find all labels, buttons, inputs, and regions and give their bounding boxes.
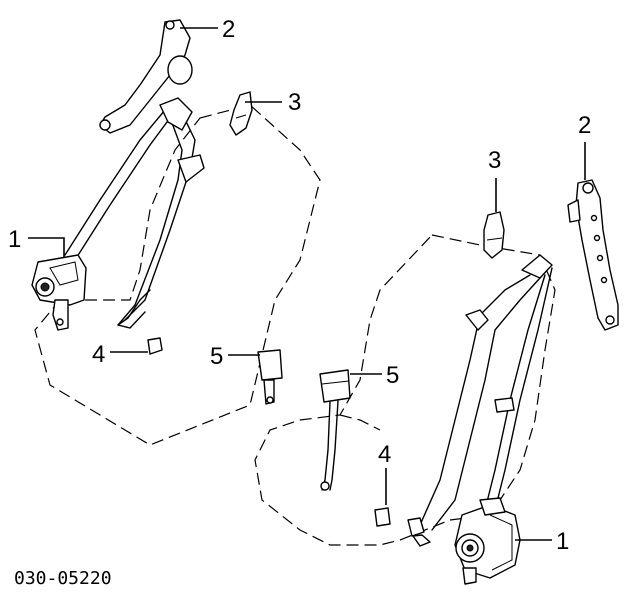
left-belt-clip xyxy=(147,337,163,355)
callout-right-5: 5 xyxy=(386,362,399,389)
left-upper-anchor-bracket xyxy=(99,19,193,134)
callout-right-2: 2 xyxy=(578,112,591,139)
leader-left-1 xyxy=(28,237,65,258)
callouts: 2 3 1 4 5 3 2 5 4 1 xyxy=(8,16,591,555)
right-belt-webbing xyxy=(407,254,553,547)
left-retractor xyxy=(31,254,87,331)
callout-right-4: 4 xyxy=(378,441,391,468)
callout-right-1: 1 xyxy=(556,528,569,555)
callout-left-4: 4 xyxy=(92,341,105,368)
left-seat-outline xyxy=(34,104,321,446)
right-belt-guide xyxy=(483,211,505,259)
diagram-code: 030-05220 xyxy=(14,568,112,589)
callout-left-1: 1 xyxy=(8,226,21,253)
left-belt-guide xyxy=(229,91,253,136)
right-belt-clip xyxy=(374,507,391,527)
left-buckle xyxy=(257,349,283,405)
callout-left-2: 2 xyxy=(222,16,235,43)
callout-left-3: 3 xyxy=(288,89,301,116)
left-belt-webbing xyxy=(64,97,205,329)
callout-left-5: 5 xyxy=(210,343,223,370)
right-upper-anchor-bracket xyxy=(567,179,619,331)
right-retractor xyxy=(454,497,521,585)
callout-right-3: 3 xyxy=(488,147,501,174)
right-seat-assembly xyxy=(254,179,619,585)
left-seat-assembly xyxy=(31,19,321,446)
right-buckle xyxy=(319,369,351,491)
right-seat-outline xyxy=(254,234,556,546)
